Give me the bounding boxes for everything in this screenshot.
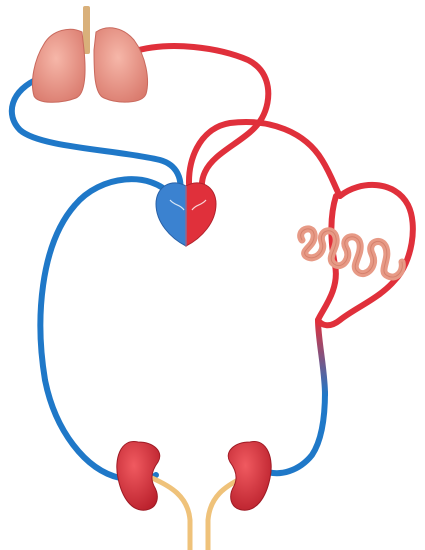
vena-cava-vessel [40,179,172,480]
kidneys [117,442,271,511]
intestines [301,229,403,277]
heart-left-side [186,183,216,246]
left-ureter [152,478,190,550]
deoxygenated-vessels [12,78,325,480]
ureters [152,478,242,550]
right-lung [94,28,148,102]
heart [156,183,216,246]
left-lung [32,29,85,102]
heart-right-side [156,183,186,246]
right-kidney [228,442,271,511]
renal-vein-vessel [262,392,325,473]
hepatic-vein-vessel [318,320,325,395]
